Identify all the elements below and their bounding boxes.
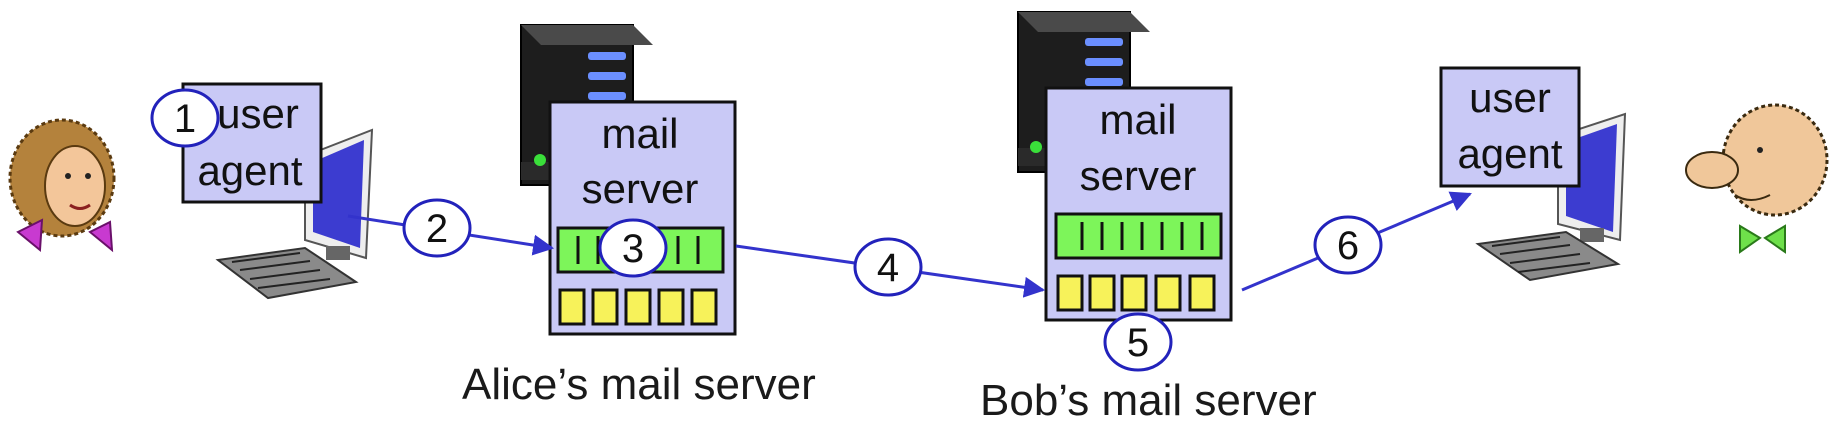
alice-server-line2: server (582, 165, 699, 212)
left-computer-icon (215, 128, 374, 300)
right-user-agent-line1: user (1469, 74, 1551, 121)
step-6-marker: 6 (1313, 215, 1383, 275)
left-user-agent-line1: user (217, 90, 299, 137)
step-6-label: 6 (1337, 224, 1359, 268)
alice-mail-server-box: mail server (548, 100, 737, 336)
step-1-label: 1 (174, 97, 196, 141)
left-user-agent-line2: agent (197, 147, 302, 194)
bob-mailboxes (1056, 274, 1216, 312)
step-4-marker: 4 (853, 237, 923, 297)
bob-server-line2: server (1080, 152, 1197, 199)
step-3-marker: 3 (598, 218, 668, 278)
step-3-label: 3 (622, 227, 644, 271)
bob-server-caption: Bob’s mail server (980, 376, 1317, 425)
alice-person-icon (8, 118, 116, 253)
right-user-agent-box: user agent (1439, 66, 1581, 188)
step-2-marker: 2 (402, 198, 472, 258)
step-1-marker: 1 (150, 88, 220, 148)
step-4-label: 4 (877, 246, 899, 290)
step-5-marker: 5 (1103, 312, 1173, 372)
bob-mail-server-box: mail server (1044, 86, 1233, 322)
step-5-label: 5 (1127, 321, 1149, 365)
bob-person-icon (1685, 103, 1829, 254)
bob-message-queue (1054, 212, 1223, 260)
step-2-label: 2 (426, 207, 448, 251)
right-user-agent-line2: agent (1457, 130, 1562, 177)
alice-server-caption: Alice’s mail server (462, 360, 816, 409)
alice-mailboxes (558, 288, 718, 326)
alice-server-line1: mail (601, 110, 678, 157)
bob-server-line1: mail (1099, 96, 1176, 143)
